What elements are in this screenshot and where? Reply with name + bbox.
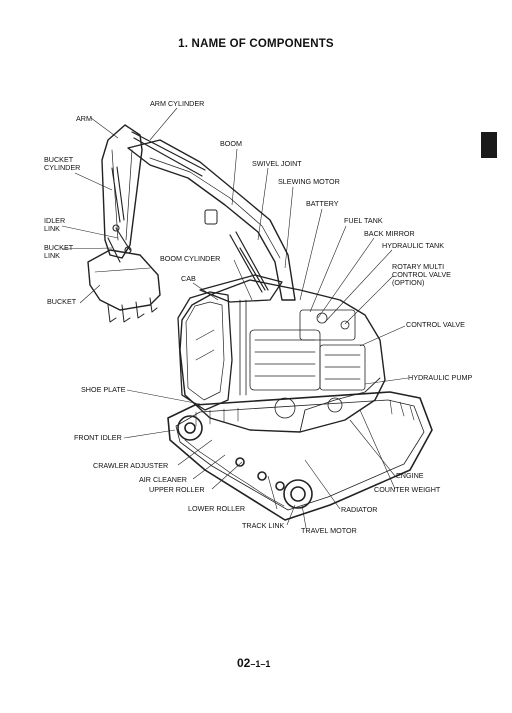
page-number-suffix: –1–1 (250, 659, 271, 669)
page-number: 02–1–1 (237, 656, 270, 670)
label-hydraulic-tank: HYDRAULIC TANK (382, 241, 445, 250)
label-idler-link: IDLER LINK (44, 216, 66, 234)
cab-outline (177, 274, 283, 411)
label-swivel-joint: SWIVEL JOINT (252, 159, 302, 168)
label-back-mirror: BACK MIRROR (364, 229, 415, 238)
leader-lines (61, 107, 409, 529)
boom-cylinder-outline (229, 231, 269, 293)
label-counter-weight: COUNTER WEIGHT (374, 485, 441, 494)
label-control-valve: CONTROL VALVE (406, 320, 465, 329)
label-rotary-multi-control-valve: ROTARY MULTI CONTROL VALVE (OPTION) (392, 262, 451, 288)
engine-machinery (239, 299, 366, 419)
crawler-track (167, 391, 433, 521)
bucket-cylinder-outline (111, 166, 125, 223)
label-bucket-cylinder: BUCKET CYLINDER (44, 155, 81, 173)
label-front-idler: FRONT IDLER (74, 433, 122, 442)
label-fuel-tank: FUEL TANK (344, 216, 383, 225)
label-travel-motor: TRAVEL MOTOR (301, 526, 357, 535)
boom-outline (127, 139, 296, 301)
section-tab-marker (481, 132, 497, 158)
label-arm-cylinder: ARM CYLINDER (150, 99, 205, 108)
label-cab: CAB (181, 274, 196, 283)
label-crawler-adjuster: CRAWLER ADJUSTER (93, 461, 169, 470)
label-bucket: BUCKET (47, 297, 77, 306)
label-bucket-link: BUCKET LINK (44, 243, 74, 261)
label-battery: BATTERY (306, 199, 339, 208)
label-lower-roller: LOWER ROLLER (188, 504, 246, 513)
page-title: 1. NAME OF COMPONENTS (178, 38, 334, 50)
label-engine: ENGINE (396, 471, 424, 480)
label-upper-roller: UPPER ROLLER (149, 485, 205, 494)
label-slewing-motor: SLEWING MOTOR (278, 177, 340, 186)
bucket-links (107, 224, 132, 263)
label-track-link: TRACK LINK (242, 521, 285, 530)
arm-cylinder-outline (131, 131, 206, 177)
label-shoe-plate: SHOE PLATE (81, 385, 126, 394)
label-radiator: RADIATOR (341, 505, 378, 514)
label-arm: ARM (76, 114, 92, 123)
page-number-main: 02 (237, 656, 251, 670)
bucket-outline (87, 249, 161, 323)
label-boom-cylinder: BOOM CYLINDER (160, 254, 221, 263)
label-air-cleaner: AIR CLEANER (139, 475, 187, 484)
label-hydraulic-pump: HYDRAULIC PUMP (408, 373, 473, 382)
label-boom: BOOM (220, 139, 242, 148)
upper-structure (179, 279, 386, 433)
